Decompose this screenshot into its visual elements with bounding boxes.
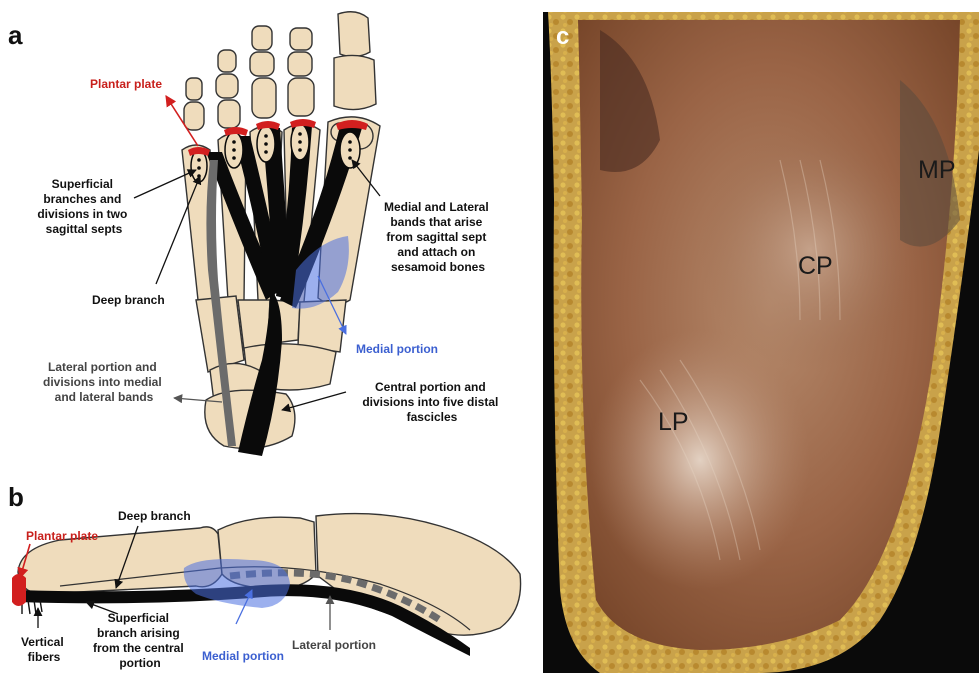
- plantar-plate-label-b: Plantar plate: [26, 529, 98, 543]
- mp-label: MP: [918, 156, 956, 184]
- panel-a: a: [8, 12, 502, 456]
- panel-a-letter: a: [8, 20, 23, 50]
- plantar-plate-lateral-view: [12, 574, 26, 606]
- toe4-phalanx-middle: [216, 74, 238, 98]
- toe5-phalanx-distal: [186, 78, 202, 100]
- toe2-phalanx-middle: [288, 52, 312, 76]
- panel-b: b Plantar plate Deep branch: [8, 482, 521, 670]
- superficial-branches-label: Superficial branches and divisions in tw…: [37, 177, 130, 236]
- cp-label: CP: [798, 252, 833, 280]
- toe2-phalanx-distal: [290, 28, 312, 50]
- lateral-portion-label-b: Lateral portion: [292, 638, 376, 652]
- toe4-phalanx-proximal: [218, 100, 240, 128]
- toe3-phalanx-middle: [250, 52, 274, 76]
- toe3-phalanx-distal: [252, 26, 272, 50]
- lateral-portion-tissue: [590, 330, 810, 590]
- panel-b-letter: b: [8, 482, 24, 512]
- lp-label: LP: [658, 408, 689, 436]
- medial-lateral-bands-label: Medial and Lateral bands that arise from…: [384, 200, 492, 274]
- toe3-phalanx-proximal: [252, 78, 276, 118]
- toe5-phalanx-proximal: [184, 102, 204, 130]
- lateral-portion-label-a: Lateral portion and divisions into media…: [43, 360, 165, 404]
- central-portion-label: Central portion and divisions into five …: [362, 380, 501, 424]
- plantar-plate-label-a: Plantar plate: [90, 77, 162, 91]
- toe2-phalanx-proximal: [288, 78, 314, 116]
- toe4-phalanx-distal: [218, 50, 236, 72]
- panel-c-letter: c: [556, 23, 569, 50]
- medial-portion-label-b: Medial portion: [202, 649, 284, 663]
- deep-branch-label-a: Deep branch: [92, 293, 165, 307]
- deep-branch-label-b: Deep branch: [118, 509, 191, 523]
- hallux-phalanx-distal: [338, 12, 370, 57]
- central-portion-tissue: [700, 130, 920, 370]
- vertical-fibers-label: Vertical fibers: [21, 635, 67, 664]
- medial-portion-label-a: Medial portion: [356, 342, 438, 356]
- panel-c-photo: c MP CP LP: [543, 12, 979, 673]
- superficial-branch-label: Superficial branch arising from the cent…: [93, 611, 187, 670]
- hallux-phalanx-proximal: [334, 55, 376, 109]
